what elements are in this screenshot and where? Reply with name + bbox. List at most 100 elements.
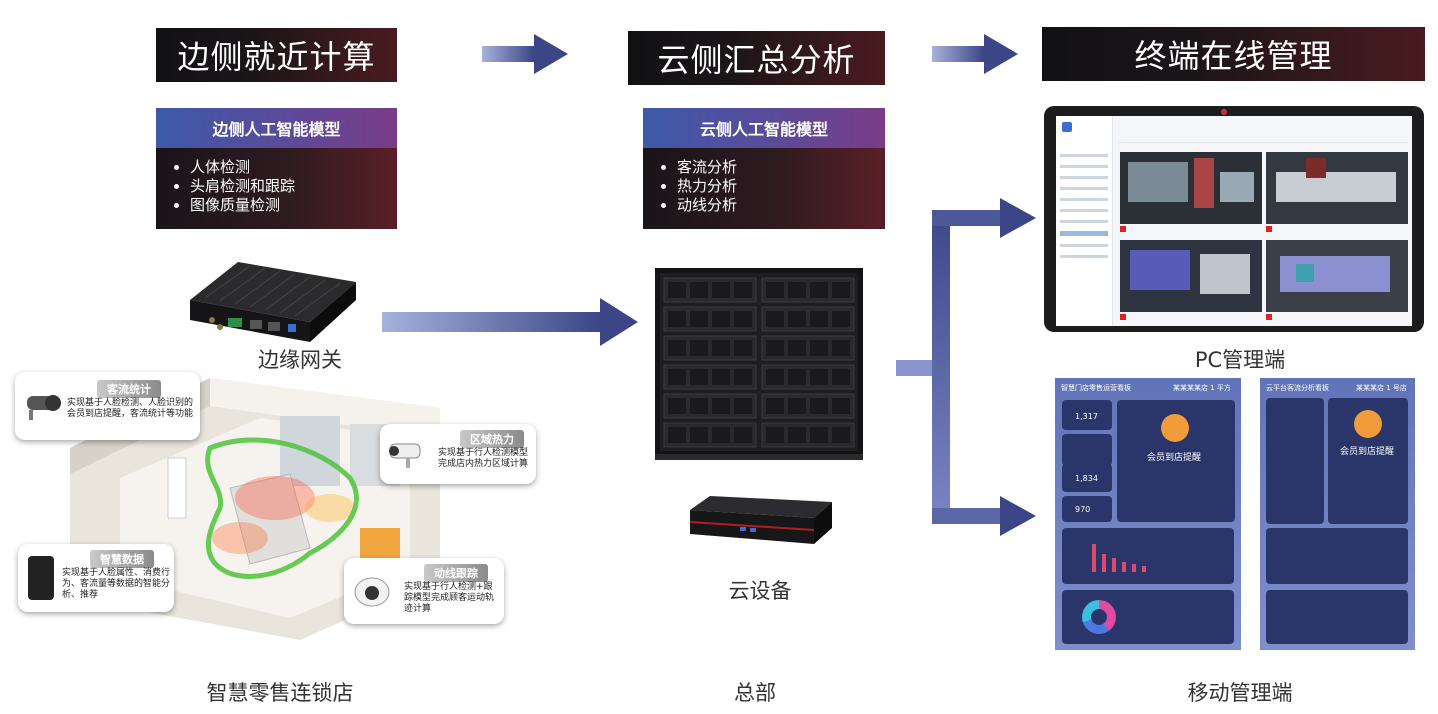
server-drive-slot — [668, 282, 686, 298]
edge-model-card: 边侧人工智能模型 人体检测 头肩检测和跟踪 图像质量检测 — [156, 108, 397, 229]
edge-model-item: 图像质量检测 — [190, 196, 397, 215]
record-icon — [1120, 314, 1126, 320]
caption-hq: 总部 — [734, 681, 776, 705]
mobile-map-panel — [1266, 590, 1408, 644]
mobile-member-card: 会员到店提醒 — [1117, 400, 1235, 522]
mobile-stat-tile — [1062, 434, 1112, 466]
server-drive-slot — [788, 398, 806, 414]
arrow-cloud-to-terminal — [932, 34, 1018, 74]
record-icon — [1266, 226, 1272, 232]
server-drive-slot — [712, 427, 730, 443]
mobile-stat-value: 1,834 — [1075, 474, 1098, 483]
dome-camera-icon — [352, 570, 392, 610]
server-drive-slot — [690, 398, 708, 414]
server-drive-slot — [690, 427, 708, 443]
caption-cloud-device: 云设备 — [728, 579, 792, 603]
caption-store: 智慧零售连锁店 — [206, 681, 354, 705]
record-icon — [1266, 314, 1272, 320]
cloud-model-item: 客流分析 — [677, 158, 885, 177]
server-drive-slot — [690, 311, 708, 327]
server-drive-slot — [810, 427, 828, 443]
cloud-model-card: 云侧人工智能模型 客流分析 热力分析 动线分析 — [643, 108, 885, 229]
mobile-list-panel — [1266, 398, 1324, 524]
mobile-left-title: 智慧门店零售运营看板 — [1061, 384, 1131, 392]
server-drive-slot — [832, 427, 850, 443]
mobile-left-card-title: 会员到店提醒 — [1147, 453, 1202, 463]
mobile-stat-tile — [1062, 464, 1112, 492]
server-drive-slot — [788, 311, 806, 327]
mobile-stat-value: 1,317 — [1075, 412, 1098, 421]
server-drive-slot — [810, 311, 828, 327]
pc-sidebar — [1056, 116, 1113, 326]
server-drive-slot — [690, 282, 708, 298]
server-drive-slot — [712, 398, 730, 414]
mobile-stat-value: 970 — [1075, 505, 1091, 514]
caption-gateway: 边缘网关 — [258, 348, 342, 372]
server-drive-slot — [810, 398, 828, 414]
server-drive-slot — [734, 369, 752, 385]
bullet-camera-icon — [386, 434, 426, 474]
server-drive-slot — [766, 340, 784, 356]
mobile-right-title: 云平台客流分析看板 — [1266, 384, 1329, 392]
edge-model-item: 人体检测 — [190, 158, 397, 177]
server-drive-slot — [788, 282, 806, 298]
server-drive-slot — [832, 282, 850, 298]
store-illustration: 客流统计 实现基于人脸检测、人脸识别的会员到店提醒，客流统计等功能 区域热力 实… — [15, 372, 536, 640]
mobile-right-card-title: 会员到店提醒 — [1340, 447, 1395, 457]
server-drive-slot — [766, 369, 784, 385]
bubble-path: 动线跟踪 实现基于行人检测+跟踪模型完成顾客运动轨迹计算 — [344, 558, 504, 624]
bubble-traffic-title: 客流统计 — [97, 380, 161, 398]
bubble-heat-text: 实现基于行人检测模型完成店内热力区域计算 — [438, 448, 529, 469]
server-drive-slot — [810, 340, 828, 356]
caption-pc: PC管理端 — [1194, 348, 1286, 372]
mobile-member-card: 会员到店提醒 — [1328, 398, 1408, 524]
mobile-screen-left: 智慧门店零售运营看板 某某某某店 1 平方 1,317 1,834 970 会员… — [1055, 378, 1241, 650]
bubble-data: 智慧数据 实现基于人脸属性、消费行为、客流量等数据的智能分析、推荐 — [18, 544, 174, 612]
pc-laptop — [1044, 106, 1424, 332]
avatar-icon — [1354, 410, 1382, 438]
server-drive-slot — [712, 311, 730, 327]
server-drive-slot — [734, 340, 752, 356]
cloud-model-item: 热力分析 — [677, 177, 885, 196]
arrow-gateway-to-server — [382, 298, 638, 346]
bubble-heat-title: 区域热力 — [460, 430, 524, 448]
bubble-data-title: 智慧数据 — [90, 550, 154, 568]
bubble-traffic-text: 实现基于人脸检测、人脸识别的会员到店提醒，客流统计等功能 — [67, 398, 194, 419]
server-drive-slot — [734, 282, 752, 298]
pc-topbar — [1118, 120, 1408, 143]
server-drive-slot — [766, 311, 784, 327]
server-drive-slot — [832, 398, 850, 414]
server-drive-slot — [712, 369, 730, 385]
edge-gateway-device — [190, 262, 356, 342]
server-drive-slot — [668, 427, 686, 443]
server-drive-slot — [810, 282, 828, 298]
mobile-map-panel — [1266, 528, 1408, 584]
mobile-stat-tile — [1062, 496, 1112, 522]
banner-edge: 边侧就近计算 — [156, 28, 397, 82]
bubble-path-title: 动线跟踪 — [424, 564, 488, 582]
server-drive-slot — [832, 311, 850, 327]
bubble-path-text: 实现基于行人检测+跟踪模型完成顾客运动轨迹计算 — [404, 582, 495, 614]
mobile-right-status: 某某某店 1 号店 — [1356, 384, 1407, 392]
server-drive-slot — [712, 340, 730, 356]
cloud-model-card-title: 云侧人工智能模型 — [643, 108, 885, 148]
server-drive-slot — [734, 311, 752, 327]
donut-graphic — [1082, 600, 1116, 634]
edge-model-card-title: 边侧人工智能模型 — [156, 108, 397, 148]
cloud-model-card-body: 客流分析 热力分析 动线分析 — [643, 148, 885, 229]
server-drive-slot — [788, 340, 806, 356]
server-drive-slot — [734, 398, 752, 414]
banner-cloud: 云侧汇总分析 — [628, 31, 885, 85]
server-drive-slot — [668, 340, 686, 356]
record-icon — [1120, 226, 1126, 232]
pc-screen — [1056, 116, 1412, 326]
mobile-stat-tile — [1062, 400, 1112, 430]
cloud-mini-device — [689, 496, 832, 544]
cloud-model-item: 动线分析 — [677, 196, 885, 215]
server-drive-slot — [668, 369, 686, 385]
connector-server-to-terminals — [896, 198, 1036, 536]
server-drive-slot — [788, 369, 806, 385]
banner-terminal: 终端在线管理 — [1042, 27, 1425, 81]
server-drive-slot — [690, 340, 708, 356]
